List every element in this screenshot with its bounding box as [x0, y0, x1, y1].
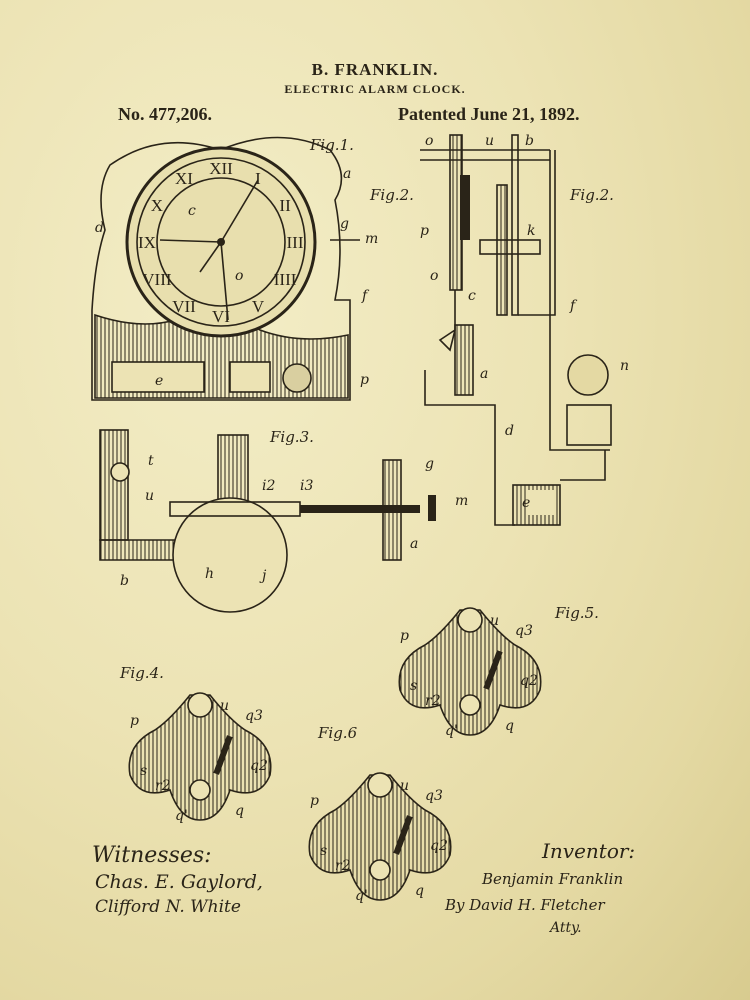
- part-label: q3: [425, 788, 443, 804]
- drawing-label: h: [205, 566, 214, 582]
- part-label: p: [310, 793, 319, 809]
- drawing-label: a: [410, 536, 418, 552]
- drawing-label: g: [340, 216, 349, 232]
- patent-title: ELECTRIC ALARM CLOCK.: [284, 82, 466, 96]
- drawing-label: d: [505, 423, 514, 439]
- drawing-label: c: [468, 288, 476, 304]
- part-label: q2: [430, 838, 448, 854]
- figure-4-plate: q3 q2 q' q u p s r2: [128, 692, 272, 824]
- part-label: q: [505, 718, 514, 734]
- drawing-label: g: [425, 456, 434, 472]
- figure-6-plate: q3 q2 q' q u p s r2: [308, 772, 452, 904]
- clock-numeral: II: [279, 196, 291, 215]
- part-label: q3: [245, 708, 263, 724]
- drawing-label: u: [145, 488, 154, 504]
- clock-numeral: XI: [175, 169, 193, 188]
- drawing-label: f: [569, 298, 578, 314]
- drawing-label: c: [188, 203, 196, 219]
- drawing-label: m: [455, 493, 468, 509]
- clock-numeral: VII: [172, 297, 196, 316]
- clock-numeral: I: [255, 169, 261, 188]
- drawing-label: Fig.2.: [569, 186, 614, 204]
- patent-date: Patented June 21, 1892.: [398, 104, 580, 124]
- inventor-heading: Inventor:: [541, 839, 635, 863]
- drawing-label: o: [235, 268, 243, 284]
- fig4-label: Fig.4.: [119, 664, 164, 682]
- clock-numeral: IIII: [274, 270, 297, 289]
- drawing-label: i2: [262, 478, 275, 494]
- drawing-label: p: [420, 223, 429, 239]
- inventor-name: B. FRANKLIN.: [311, 60, 439, 79]
- part-label: q2: [520, 673, 538, 689]
- drawing-label: e: [155, 373, 163, 389]
- drawing-label: e: [522, 495, 530, 511]
- clock-numeral: VIII: [142, 270, 172, 289]
- part-label: q': [355, 888, 368, 904]
- fig5-label: Fig.5.: [554, 604, 599, 622]
- part-label: p: [130, 713, 139, 729]
- part-label: s: [140, 763, 147, 779]
- attorney-suffix: Atty.: [548, 920, 582, 936]
- drawing-label: p: [360, 372, 369, 388]
- witnesses-heading: Witnesses:: [92, 843, 212, 868]
- figure-5-plate: q3 q2 q' q u p s r2: [398, 607, 542, 739]
- fig6-label: Fig.6: [317, 724, 358, 742]
- witness-signature-2: Clifford N. White: [95, 897, 241, 917]
- drawing-label: a: [480, 366, 488, 382]
- part-label: q': [445, 723, 458, 739]
- drawing-label: Fig.2.: [369, 186, 414, 204]
- drawing-label: Fig.3.: [269, 428, 314, 446]
- clock-numeral: X: [151, 196, 163, 215]
- clock-numeral: VI: [212, 307, 230, 326]
- part-label: r2: [425, 693, 441, 709]
- drawing-label: k: [527, 223, 535, 239]
- drawing-label: d: [95, 220, 104, 236]
- part-label: q: [415, 883, 424, 899]
- figure-3-detail: Fig.3. t u b h j i2 i3 g m a: [99, 428, 468, 613]
- part-label: r2: [155, 778, 171, 794]
- drawing-label: a: [343, 166, 351, 182]
- fig1-label: Fig.1.: [309, 136, 354, 154]
- part-label: q': [175, 808, 188, 824]
- drawing-label: o: [425, 133, 433, 149]
- drawing-label: b: [525, 133, 534, 149]
- clock-numeral: III: [287, 233, 304, 252]
- part-label: s: [410, 678, 417, 694]
- clock-numeral: V: [252, 297, 265, 316]
- part-label: p: [400, 628, 409, 644]
- clock-numeral: XII: [209, 159, 233, 178]
- figure-2-mechanism: Fig.2. Fig.2. e o u b p o c k f d a n: [369, 133, 629, 526]
- drawing-label: f: [361, 288, 370, 304]
- part-label: u: [220, 698, 229, 714]
- drawing-label: j: [259, 568, 267, 584]
- part-label: u: [490, 613, 499, 629]
- patent-number: No. 477,206.: [118, 104, 212, 124]
- part-label: q: [235, 803, 244, 819]
- witness-signature-1: Chas. E. Gaylord,: [95, 871, 263, 893]
- drawing-label: n: [620, 358, 629, 374]
- drawing-label: m: [365, 231, 378, 247]
- drawing-label: i3: [300, 478, 313, 494]
- part-label: q2: [250, 758, 268, 774]
- attorney-signature: By David H. Fletcher: [444, 896, 606, 914]
- part-label: s: [320, 843, 327, 859]
- part-label: q3: [515, 623, 533, 639]
- part-label: u: [400, 778, 409, 794]
- inventor-signature: Benjamin Franklin: [481, 870, 623, 888]
- drawing-label: t: [148, 453, 154, 469]
- clock-numeral: IX: [138, 233, 156, 252]
- drawing-label: o: [430, 268, 438, 284]
- part-label: r2: [335, 858, 351, 874]
- drawing-label: b: [120, 573, 129, 589]
- drawing-label: u: [485, 133, 494, 149]
